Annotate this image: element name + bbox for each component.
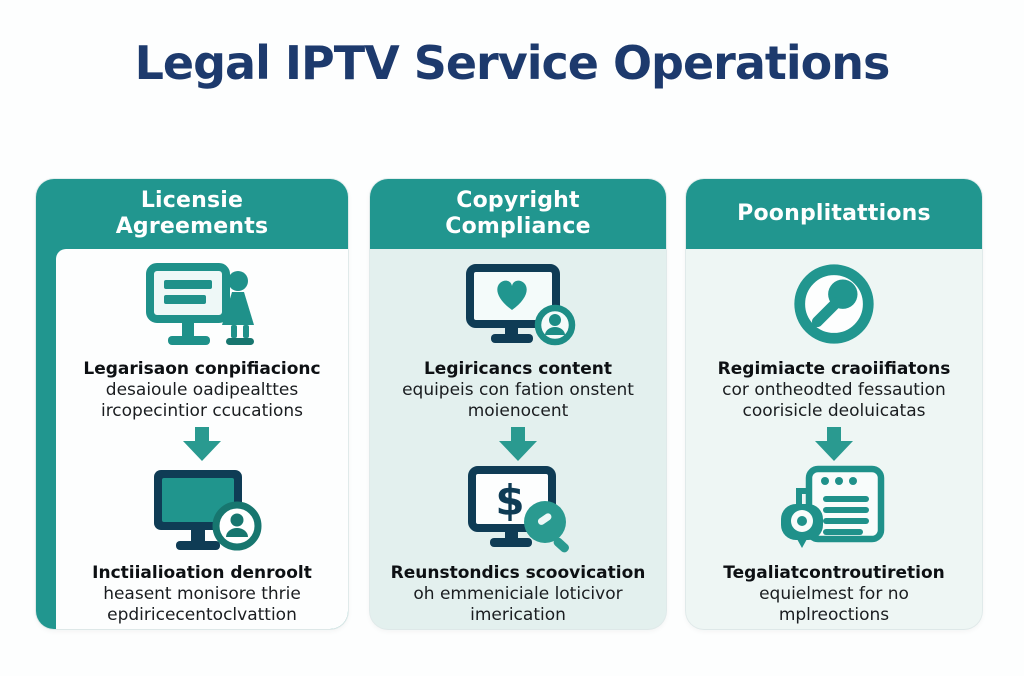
monitor-user-badge-icon [154, 470, 262, 551]
text-line: mplreoctions [778, 605, 890, 625]
text-line: imerication [470, 605, 566, 625]
svg-text:$: $ [495, 476, 524, 525]
text-block-bottom: Reunstondics scoovication oh emmeniciale… [391, 563, 646, 626]
text-block-top: Legiricancs content equipeis con fation … [402, 359, 634, 422]
card-regulations: Poonplitattions Regimiacte craoiifiatons… [686, 179, 982, 629]
icon-slot [142, 259, 262, 351]
magnifier-circle-icon [794, 264, 874, 344]
text-line: cor ontheodted fessaution [722, 380, 946, 400]
icon-slot [786, 259, 882, 351]
text-line: desaioule oadipealttes [105, 380, 299, 400]
text-line: moienocent [467, 401, 569, 421]
card-title-line: Copyright [456, 188, 580, 213]
card-copyright-compliance: Copyright Compliance Legiric [370, 179, 666, 629]
text-line: Legiricancs content [423, 359, 613, 379]
text-line: ircopecintior ccucations [100, 401, 303, 421]
presentation-board-person-icon [146, 263, 254, 345]
text-block-top: Regimiacte craoiifiatons cor ontheodted … [718, 359, 951, 422]
monitor-dollar-magnifier-icon: $ [468, 466, 569, 553]
down-arrow-icon [498, 427, 538, 461]
card-header: Copyright Compliance [370, 179, 666, 249]
text-line: Reunstondics scoovication [390, 563, 646, 583]
icon-slot: $ [458, 463, 578, 555]
card-title-line: Poonplitattions [737, 201, 931, 226]
down-arrow-icon [814, 427, 854, 461]
text-line: Inctiialioation denroolt [92, 563, 312, 583]
page-title: Legal IPTV Service Operations [134, 36, 891, 90]
infographic-page: Legal IPTV Service Operations Licensie A… [0, 36, 1024, 676]
icon-slot [458, 259, 578, 351]
text-block-bottom: Inctiialioation denroolt heasent monisor… [92, 563, 312, 626]
icon-slot [142, 463, 262, 555]
card-title-line: Licensie [140, 188, 244, 213]
card-title-line: Compliance [445, 214, 591, 239]
card-license-agreements: Licensie Agreements [36, 179, 348, 629]
text-line: oh emmeniciale loticivor [413, 584, 623, 604]
monitor-heart-user-icon [466, 264, 576, 346]
text-block-bottom: Tegaliatcontroutiretion equielmest for n… [723, 563, 945, 626]
text-line: equipeis con fation onstent [402, 380, 634, 400]
card-body: Regimiacte craoiifiatons cor ontheodted … [686, 249, 982, 629]
text-line: Regimiacte craoiifiatons [717, 359, 951, 379]
cards-row: Licensie Agreements [36, 179, 982, 629]
icon-slot [779, 463, 889, 555]
webpage-pin-badge-icon [781, 465, 885, 548]
down-arrow-icon [182, 427, 222, 461]
card-header: Licensie Agreements [36, 179, 348, 249]
text-block-top: Legarisaon conpifiacionc desaioule oadip… [83, 359, 320, 422]
text-line: coorisicle deoluicatas [742, 401, 926, 421]
text-line: epdiricecentoclvattion [107, 605, 297, 625]
text-line: heasent monisore thrie [103, 584, 301, 604]
card-title-line: Agreements [115, 214, 269, 239]
card-header: Poonplitattions [686, 179, 982, 249]
text-line: Tegaliatcontroutiretion [723, 563, 945, 583]
card-body: Legiricancs content equipeis con fation … [370, 249, 666, 629]
text-line: equielmest for no [759, 584, 909, 604]
card-body: Legarisaon conpifiacionc desaioule oadip… [56, 249, 348, 629]
text-line: Legarisaon conpifiacionc [83, 359, 321, 379]
